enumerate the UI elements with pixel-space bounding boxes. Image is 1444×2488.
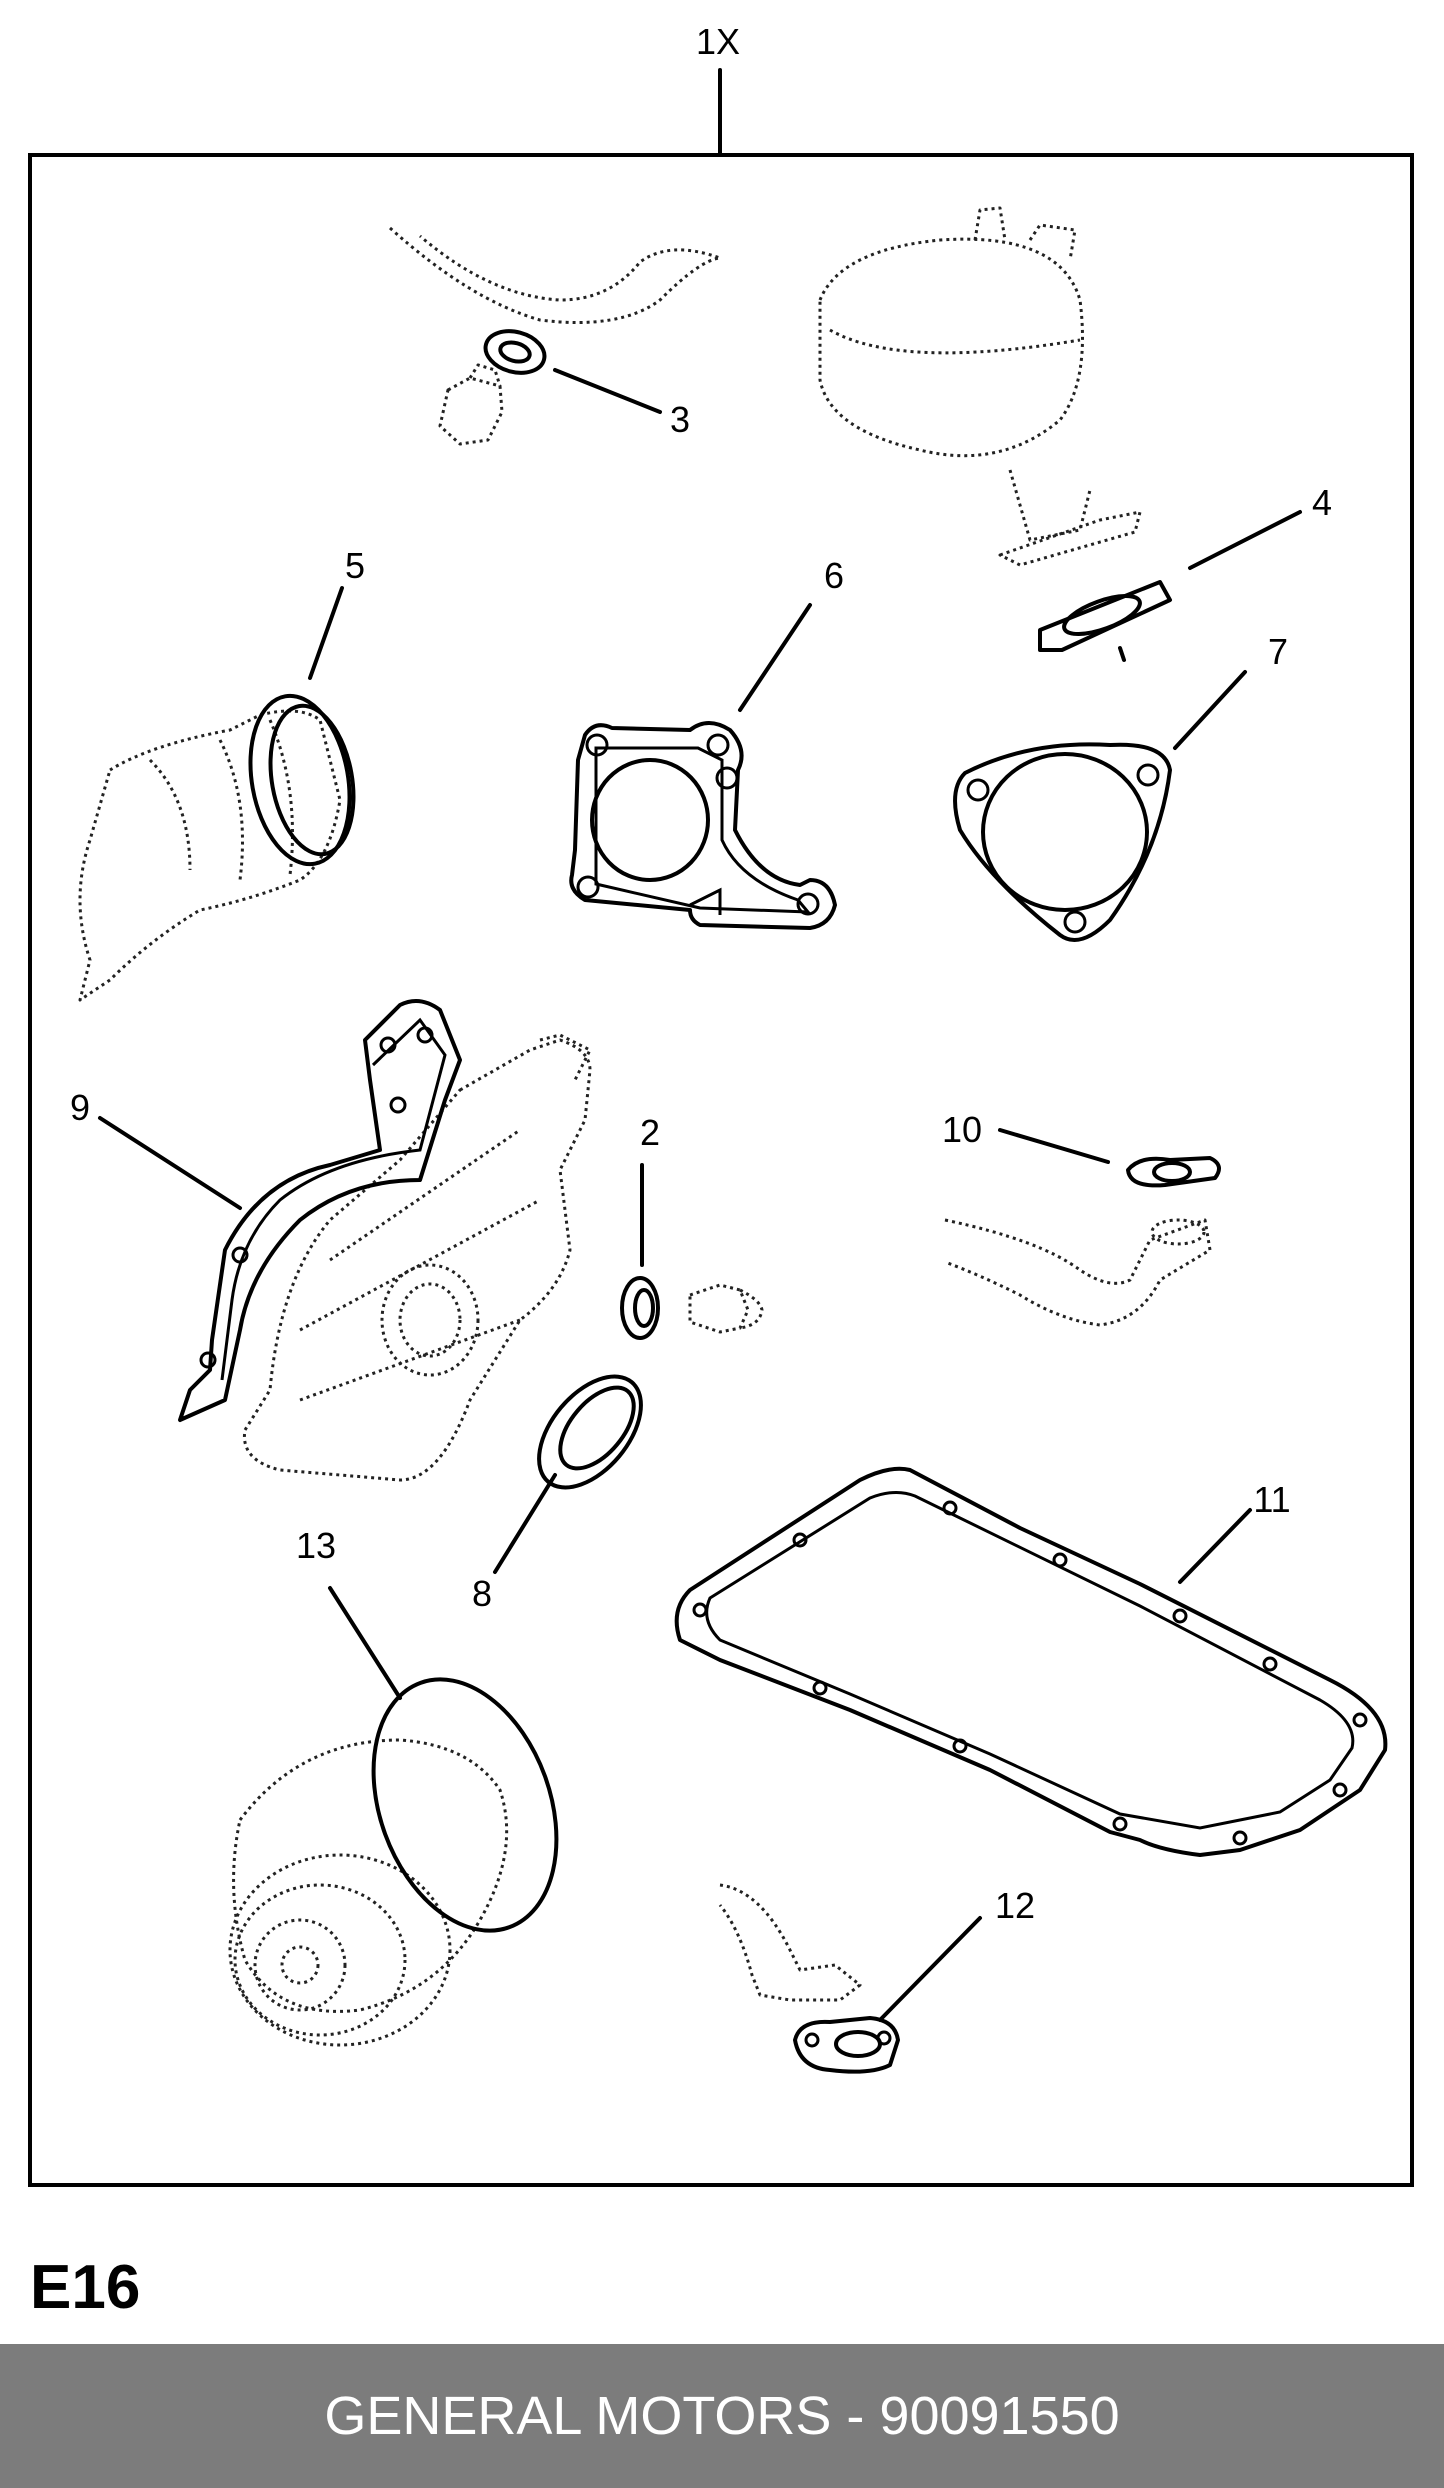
part-11-oil-pan-gasket	[674, 1466, 1388, 1857]
part-7-triangular-gasket	[953, 670, 1247, 942]
footer-bar: GENERAL MOTORS - 90091550	[0, 2344, 1444, 2488]
part-10-flange-gasket	[944, 1128, 1221, 1327]
callout-3: 3	[670, 399, 690, 440]
footer-part-number: GENERAL MOTORS - 90091550	[324, 2386, 1120, 2446]
callout-11: 11	[1253, 1479, 1290, 1520]
callout-12: 12	[995, 1885, 1035, 1926]
part-9-front-cover-gasket	[98, 999, 592, 1482]
callout-9: 9	[70, 1087, 90, 1128]
diagram-frame	[28, 153, 1414, 2187]
part-3-drain-plug-seal	[388, 226, 722, 446]
callout-7: 7	[1268, 631, 1288, 672]
part-5-crankshaft-rear-seal	[78, 586, 356, 1002]
callout-13: 13	[296, 1525, 336, 1566]
engine-code-label: E16	[30, 2253, 141, 2322]
part-4-oil-pickup-gasket	[818, 206, 1302, 662]
part-13-water-pump-o-ring	[228, 1586, 559, 2047]
callout-10: 10	[942, 1109, 982, 1150]
part-12-pickup-flange-gasket	[718, 1883, 982, 2074]
part-6-thermostat-housing-gasket	[569, 603, 837, 930]
callout-5: 5	[345, 545, 365, 586]
callout-4: 4	[1312, 482, 1332, 523]
part-8-front-crank-seal	[493, 1374, 643, 1574]
part-2-small-seal	[620, 1163, 764, 1340]
quantity-label: 1X	[696, 21, 740, 62]
callout-8: 8	[472, 1573, 492, 1614]
callout-6: 6	[824, 555, 844, 596]
gasket-kit-diagram: 1X	[28, 21, 1414, 2187]
callout-2: 2	[640, 1112, 660, 1153]
